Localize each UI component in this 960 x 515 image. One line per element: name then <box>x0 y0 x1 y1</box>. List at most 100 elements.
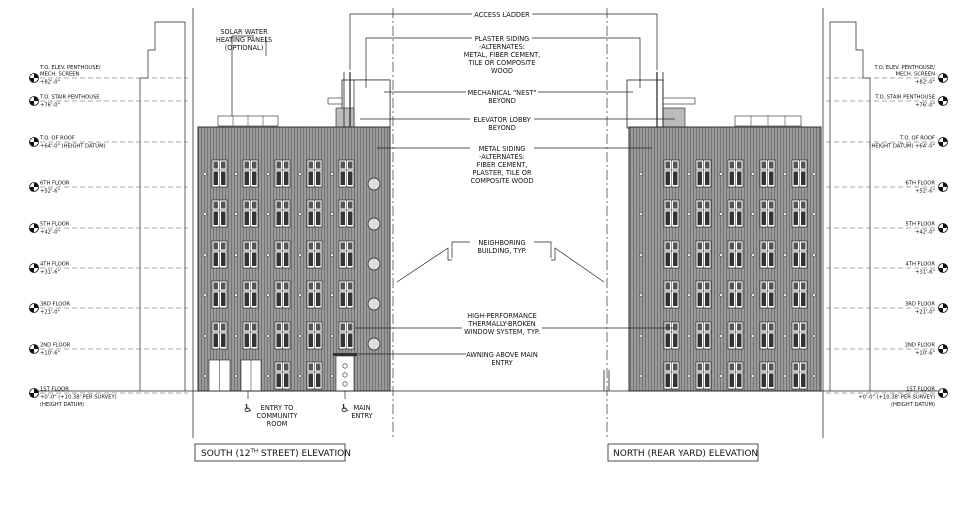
porthole-window <box>367 297 381 311</box>
vent-dot <box>298 293 302 297</box>
vent-dot <box>687 374 691 378</box>
level-name: T.O. STAIR PENTHOUSE <box>39 95 100 101</box>
window <box>211 159 228 188</box>
south-title-box <box>194 443 346 462</box>
window <box>663 159 680 188</box>
window <box>695 159 712 188</box>
level-elevation: +31'-6" <box>915 270 935 276</box>
level-name: 5TH FLOOR <box>906 222 936 228</box>
porthole-window <box>367 177 381 191</box>
level-name: 5TH FLOOR <box>40 222 70 228</box>
vent-dot <box>234 212 238 216</box>
vent-dot <box>639 212 643 216</box>
level-name: 2ND FLOOR <box>40 343 71 349</box>
vent-dot <box>719 253 723 257</box>
vent-dot <box>751 172 755 176</box>
porthole-window <box>367 217 381 231</box>
level-elevation: +52'-6" <box>915 189 935 195</box>
entry-main-1: MAIN <box>353 404 370 412</box>
note-window-1: HIGH-PERFORMANCE <box>467 312 537 320</box>
note-window-2: THERMALLY-BROKEN <box>467 320 536 328</box>
vent-dot <box>298 334 302 338</box>
vent-dot <box>234 374 238 378</box>
window <box>338 280 355 309</box>
vent-dot <box>203 334 207 338</box>
vent-dot <box>639 293 643 297</box>
vent-dot <box>330 334 334 338</box>
level-name: 3RD FLOOR <box>40 302 70 308</box>
level-marker: T.O. ELEV. PENTHOUSE/MECH. SCREEN+82'-0" <box>826 65 948 86</box>
vent-dot <box>203 253 207 257</box>
level-marker: T.O. OF ROOF(HEIGHT DATUM) +64'-0" <box>826 136 948 150</box>
vent-dot <box>812 253 816 257</box>
window <box>274 321 291 350</box>
vent-dot <box>234 293 238 297</box>
window <box>759 199 776 228</box>
vent-dot <box>719 374 723 378</box>
vent-dot <box>687 172 691 176</box>
window <box>338 321 355 350</box>
level-marker: T.O. STAIR PENTHOUSE +76'-0" <box>29 95 188 109</box>
main-entry-door <box>335 355 355 392</box>
vent-dot <box>234 253 238 257</box>
window <box>274 240 291 269</box>
vent-dot <box>203 212 207 216</box>
porthole-window <box>367 337 381 351</box>
vent-dot <box>719 293 723 297</box>
window <box>274 280 291 309</box>
south-porthole-windows <box>367 177 381 351</box>
vent-dot <box>783 334 787 338</box>
window <box>663 280 680 309</box>
level-marker: 1ST FLOOR+0'-0" (+10.38' PER SURVEY)(HEI… <box>826 387 948 408</box>
note-metal-1: METAL SIDING <box>479 145 526 153</box>
level-marker: 2ND FLOOR +10'-6" <box>29 343 188 357</box>
note-awning-1: AWNING ABOVE MAIN <box>466 351 538 359</box>
window <box>274 361 291 390</box>
south-elevation <box>139 8 394 438</box>
window <box>663 199 680 228</box>
vent-dot <box>234 334 238 338</box>
vent-dot <box>719 172 723 176</box>
window <box>211 240 228 269</box>
window <box>274 199 291 228</box>
vent-dot <box>783 293 787 297</box>
entry-community-3: ROOM <box>267 420 288 428</box>
window <box>338 159 355 188</box>
window <box>727 321 744 350</box>
level-elevation: +10'-6" <box>40 351 60 357</box>
vent-dot <box>330 172 334 176</box>
window <box>242 321 259 350</box>
window <box>306 199 323 228</box>
entry-community-2: COMMUNITY <box>257 412 299 420</box>
note-plaster-siding-3: METAL, FIBER CEMENT, <box>464 51 541 59</box>
window <box>759 321 776 350</box>
neighboring-building-left <box>396 247 452 283</box>
note-solar-1: SOLAR WATER <box>220 28 268 36</box>
window <box>306 361 323 390</box>
note-plaster-siding-4: TILE OR COMPOSITE <box>468 59 536 67</box>
level-elevation: +10'-6" <box>915 351 935 357</box>
level-marker: T.O. OF ROOF+64'-0" (HEIGHT DATUM) <box>29 136 188 150</box>
level-elevation: +21'-0" <box>915 310 935 316</box>
entry-labels: ♿ ENTRY TO COMMUNITY ROOM ♿ MAIN ENTRY <box>243 391 374 428</box>
level-elevation: +76'-0" <box>40 103 60 109</box>
level-marker: 4TH FLOOR+31'-6" <box>29 262 188 276</box>
window <box>791 159 808 188</box>
adjacent-building-outline <box>139 21 186 391</box>
window <box>695 199 712 228</box>
level-markers-right: T.O. ELEV. PENTHOUSE/MECH. SCREEN+82'-0"… <box>826 65 948 408</box>
window <box>306 280 323 309</box>
window <box>759 280 776 309</box>
note-mechanical-1: MECHANICAL "NEST" <box>467 89 536 97</box>
note-plaster-siding-2: -ALTERNATES: <box>479 43 525 51</box>
level-marker: 6TH FLOOR+52'-6" <box>826 181 948 195</box>
vent-dot <box>751 253 755 257</box>
window <box>791 280 808 309</box>
window <box>306 159 323 188</box>
vent-dot <box>266 172 270 176</box>
note-elevator-2: BEYOND <box>488 124 516 132</box>
window <box>338 240 355 269</box>
level-name: T.O. ELEV. PENTHOUSE/ <box>39 65 101 71</box>
window <box>306 321 323 350</box>
adjacent-building-outline-north <box>829 21 871 391</box>
